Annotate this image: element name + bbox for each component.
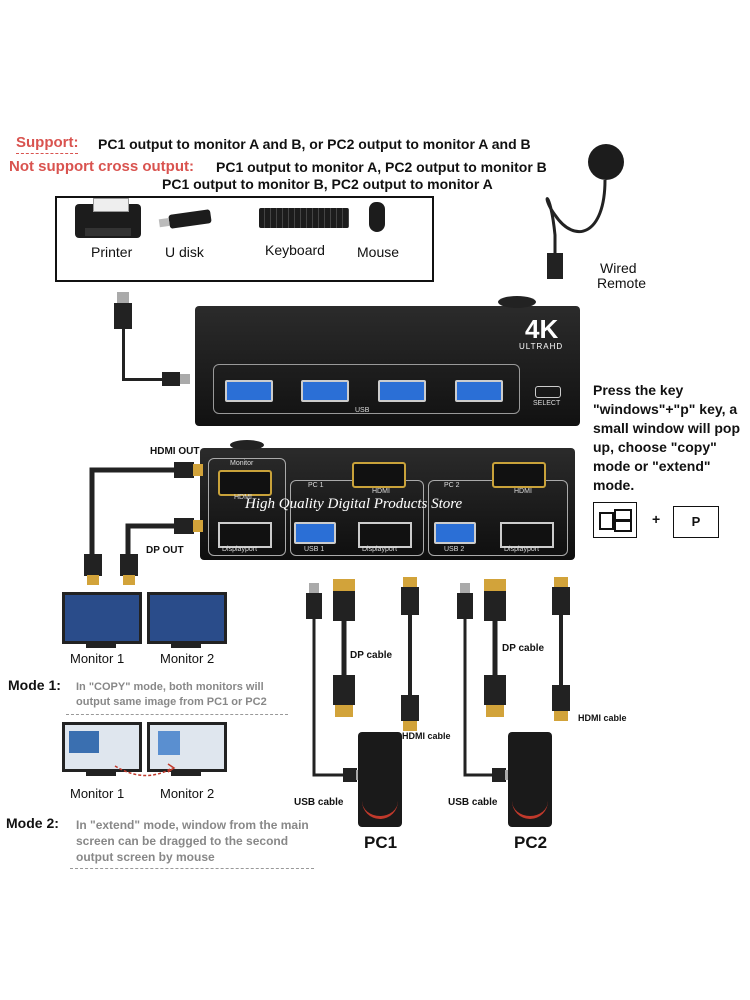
mode2-label: Mode 2: xyxy=(6,815,59,831)
pc1-cables xyxy=(306,577,419,782)
kvm-back-knob xyxy=(230,440,264,450)
pc2-usb-port xyxy=(434,522,476,544)
udisk-icon xyxy=(158,209,212,229)
mode2-text: In "extend" mode, window from the main s… xyxy=(76,818,309,864)
monitor-group-label: Monitor xyxy=(230,460,254,467)
p-key: P xyxy=(673,506,719,538)
pc1-dp-label: Displayport xyxy=(362,546,398,553)
badge-ultrahd: ULTRAHD xyxy=(519,342,564,351)
remote-label-line1: Wired xyxy=(600,260,637,276)
watermark-text: High Quality Digital Products Store xyxy=(245,496,463,512)
mode1-label: Mode 1: xyxy=(8,677,61,693)
pc1-usb-port xyxy=(294,522,336,544)
select-label: SELECT xyxy=(533,400,561,407)
dp-cable-label-1: DP cable xyxy=(350,650,393,661)
dp-cable-label-2: DP cable xyxy=(502,643,545,654)
monitor-dp-port xyxy=(218,522,272,548)
pc2-usb-label: USB 2 xyxy=(444,546,465,553)
usb-port-group xyxy=(213,364,520,414)
pc2-tower-image xyxy=(508,732,552,827)
usb-plug-left xyxy=(117,292,129,304)
pc2-hdmi-port xyxy=(492,462,546,488)
mode-monitor-2-image xyxy=(147,722,227,772)
mode-monitor-1-image xyxy=(62,722,142,772)
hdmi-out-label: HDMI OUT xyxy=(150,446,200,457)
pc1-hdmi-label: HDMI xyxy=(372,488,390,495)
usb-cable-label-1: USB cable xyxy=(294,797,344,808)
pc1-label: PC1 xyxy=(364,833,398,852)
select-port xyxy=(535,386,561,398)
pc1-tower-image xyxy=(358,732,402,827)
mode-monitor-1-label: Monitor 1 xyxy=(70,786,125,801)
usb-group-label: USB xyxy=(355,407,370,414)
usb-cable-label-2: USB cable xyxy=(448,797,498,808)
windows-key-icon xyxy=(593,502,637,538)
output-cables xyxy=(84,462,203,585)
pc1-usb-label: USB 1 xyxy=(304,546,325,553)
peripheral-devices-box: Printer U disk Keyboard Mouse xyxy=(55,196,434,282)
drag-arrow xyxy=(114,763,176,777)
mode1-text: In "COPY" mode, both monitors will outpu… xyxy=(76,681,267,708)
pc2-dp-label: Displayport xyxy=(504,546,540,553)
monitor-1-label: Monitor 1 xyxy=(70,651,125,666)
pc2-label: PC2 xyxy=(514,833,548,852)
mouse-icon xyxy=(369,202,385,232)
monitor-dp-label: Displayport xyxy=(222,546,258,553)
plus-sign: + xyxy=(652,511,661,527)
pc2-hdmi-label: HDMI xyxy=(514,488,532,495)
mode1-divider xyxy=(66,714,288,715)
monitor-port-group xyxy=(208,458,286,556)
monitor-1-image xyxy=(62,592,142,644)
pc1-group-label: PC 1 xyxy=(308,482,324,489)
badge-4k: 4K xyxy=(525,314,559,344)
mouse-label: Mouse xyxy=(357,244,400,260)
hdmi-cable-label-1: HDMI cable xyxy=(402,731,451,741)
support-underline xyxy=(16,153,78,155)
remote-cable xyxy=(545,179,607,279)
pc2-cables xyxy=(457,577,570,782)
keyboard-label: Keyboard xyxy=(265,242,325,258)
pc2-group-label: PC 2 xyxy=(444,482,460,489)
udisk-label: U disk xyxy=(165,244,204,260)
pc2-dp-port xyxy=(500,522,554,548)
hdmi-cable-label-2: HDMI cable xyxy=(578,713,627,723)
remote-button-icon xyxy=(588,144,624,180)
kvm-back-panel: Monitor HDMI Displayport PC 1 HDMI USB 1… xyxy=(200,440,575,560)
printer-icon xyxy=(75,198,141,238)
not-support-line2: PC1 output to monitor B, PC2 output to m… xyxy=(162,176,493,192)
usb-port-1 xyxy=(225,380,273,402)
monitor-hdmi-port xyxy=(218,470,272,496)
support-label: Support: xyxy=(16,134,79,151)
dp-out-label: DP OUT xyxy=(146,545,184,556)
support-text: PC1 output to monitor A and B, or PC2 ou… xyxy=(98,136,531,152)
kvm-front-panel: 4K ULTRAHD USB SELECT xyxy=(195,296,580,426)
mode-monitor-2-label: Monitor 2 xyxy=(160,786,215,801)
keyboard-icon xyxy=(259,208,349,228)
instruction-text: Press the key "windows"+"p" key, a small… xyxy=(593,382,741,493)
pc1-hdmi-port xyxy=(352,462,406,488)
monitor-hdmi-label: HDMI xyxy=(234,494,252,501)
usb-port-3 xyxy=(378,380,426,402)
monitor-2-label: Monitor 2 xyxy=(160,651,215,666)
mode2-divider xyxy=(70,868,314,869)
printer-label: Printer xyxy=(91,244,133,260)
remote-label-line2: Remote xyxy=(597,275,647,291)
kvm-top-knob xyxy=(498,296,536,308)
pc1-dp-port xyxy=(358,522,412,548)
monitor-2-image xyxy=(147,592,227,644)
usb-port-2 xyxy=(301,380,349,402)
not-support-line1: PC1 output to monitor A, PC2 output to m… xyxy=(216,159,547,175)
usb-port-4 xyxy=(455,380,503,402)
not-support-label: Not support cross output: xyxy=(9,158,194,175)
